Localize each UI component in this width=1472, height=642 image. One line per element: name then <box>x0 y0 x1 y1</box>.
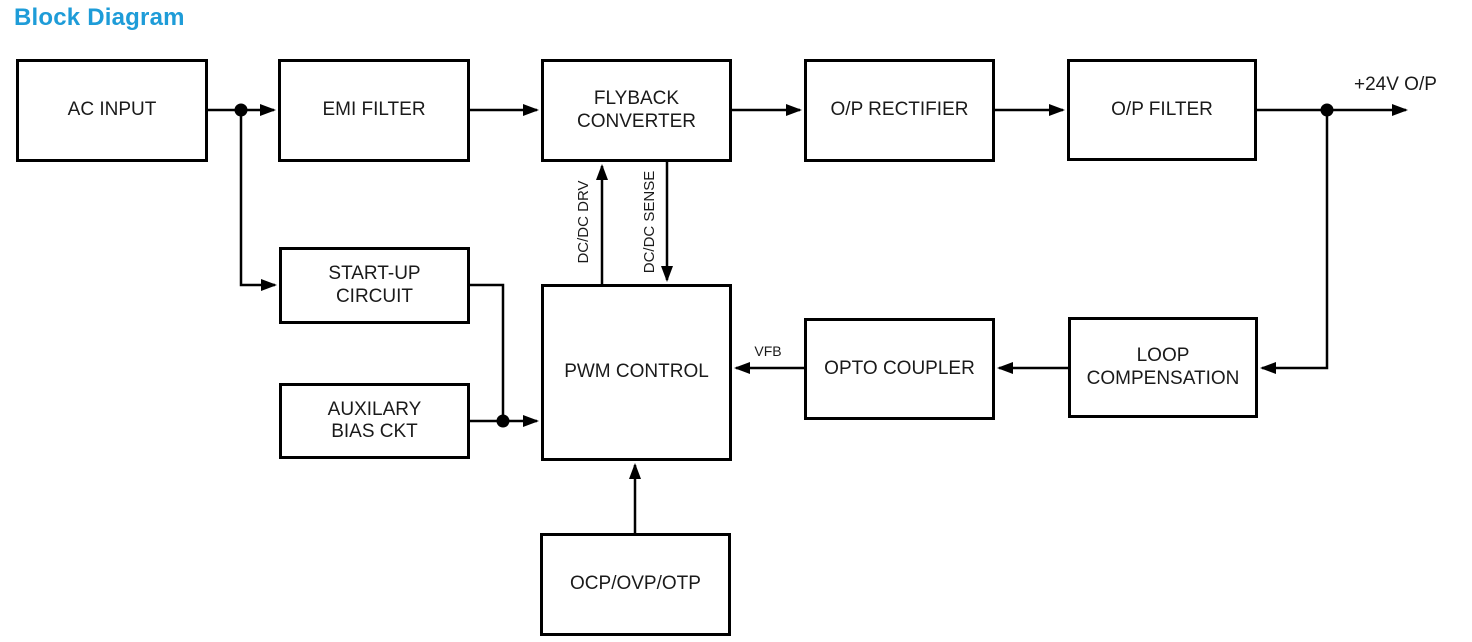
connector-startup-to-junction <box>470 283 505 421</box>
connector-output-to-loopcomp <box>1260 110 1329 374</box>
junction-dot-output <box>1320 103 1334 117</box>
block-flyback-converter: FLYBACK CONVERTER <box>541 59 732 162</box>
block-start-up-circuit: START-UP CIRCUIT <box>279 247 470 324</box>
block-emi-filter: EMI FILTER <box>278 59 470 162</box>
block-pwm-control: PWM CONTROL <box>541 284 732 461</box>
label-dcdc-drv: DC/DC DRV <box>575 180 592 264</box>
label-output-24v: +24V O/P <box>1354 74 1437 95</box>
junction-dot-bias <box>496 414 510 428</box>
block-op-rectifier: O/P RECTIFIER <box>804 59 995 162</box>
label-dcdc-sense: DC/DC SENSE <box>641 170 658 274</box>
block-op-filter: O/P FILTER <box>1067 59 1257 161</box>
block-ac-input: AC INPUT <box>16 59 208 162</box>
block-ocp-ovp-otp: OCP/OVP/OTP <box>540 533 731 636</box>
block-opto-coupler: OPTO COUPLER <box>804 318 995 420</box>
junction-dot-ac <box>234 103 248 117</box>
block-auxilary-bias-ckt: AUXILARY BIAS CKT <box>279 383 470 459</box>
connector-ac-to-startup <box>239 110 277 291</box>
page-title: Block Diagram <box>14 4 185 31</box>
label-vfb: VFB <box>754 343 782 359</box>
block-loop-compensation: LOOP COMPENSATION <box>1068 317 1258 418</box>
